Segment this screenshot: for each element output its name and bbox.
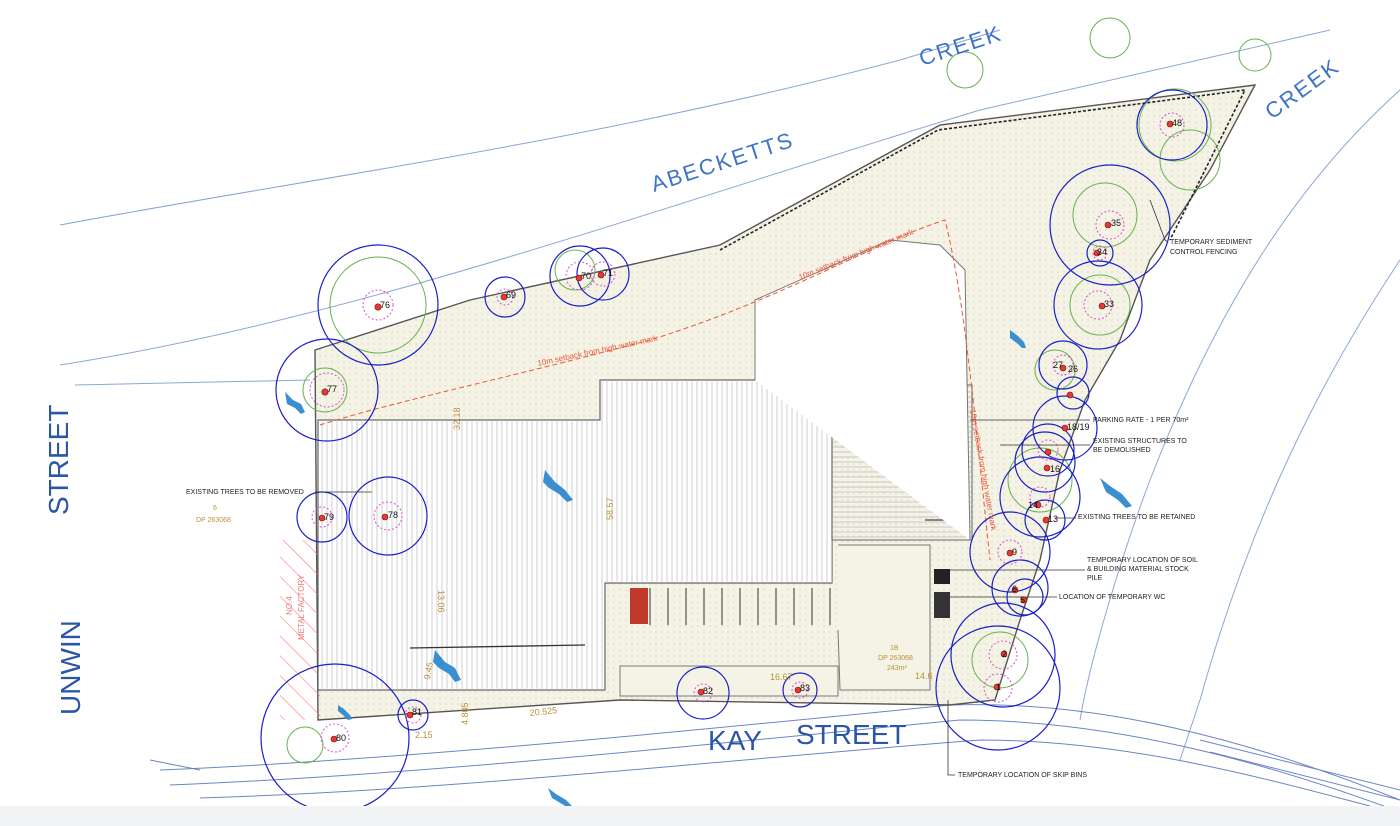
creek-label-creek-right: CREEK [1260,53,1344,124]
tree-canopies [286,17,1272,764]
creek-label-abecketts: ABECKETTS [648,127,797,197]
tree-label-81: 81 [412,707,422,717]
lot-6-number: 6 [213,505,217,512]
note-structures-line1: EXISTING STRUCTURES TO [1093,438,1187,445]
sediment-fence [719,89,1247,251]
tree-label-70: 70 [581,271,591,281]
tree-label-35: 35 [1111,218,1121,228]
tree-label-71: 71 [603,268,613,278]
tree-label-27: 27 [1053,360,1063,370]
tree-label-80: 80 [336,733,346,743]
tree-label-16: 16 [1050,464,1060,474]
note-soil-line1: TEMPORARY LOCATION OF SOIL [1087,557,1198,564]
note-sediment-line2: CONTROL FENCING [1170,249,1237,256]
tree-label-34: 34 [1097,247,1107,257]
tree-centres [318,120,1174,743]
tree-label-13: 13 [1048,514,1058,524]
tree-label-77: 77 [327,384,337,394]
stockpile-marker [934,569,950,584]
street-label-unwin-street: STREET [43,405,74,515]
flow-arrow-icons [285,330,1132,808]
tree-label-82: 82 [703,686,713,696]
tree-label-1: 1 [996,682,1001,692]
dimension-9-45: 9.45 [422,661,435,680]
note-parking-rate: PARKING RATE - 1 PER 70m² [1093,417,1189,424]
note-existing-trees-removed: EXISTING TREES TO BE REMOVED [186,489,304,496]
tree-label-83: 83 [800,683,810,693]
tree-label-6: 6 [1012,584,1017,594]
setback-lines [319,219,991,561]
dimension-13-06: 13.06 [436,590,446,613]
metal-factory-number: NO.4 [285,596,294,615]
tree-label-69: 69 [506,290,516,300]
carpark-outline [754,239,971,541]
lot-1b-dp: DP 263068 [878,655,913,662]
lot-1b-area: 243m² [887,665,908,672]
bottom-status-strip [0,806,1400,826]
note-temporary-wc: LOCATION OF TEMPORARY WC [1059,594,1165,601]
metal-factory-hatch [280,540,320,720]
internal-line [409,644,586,649]
metal-factory-label: METAL FACTORY [297,574,306,640]
unwin-street-line [149,759,201,771]
red-bay-marker [630,588,648,624]
dimension-16-67: 16.67 [770,672,793,682]
tree-protection-zones [260,89,1208,813]
dimension-4-805: 4.805 [460,702,470,725]
creek-bank-lines [59,29,1400,761]
creek-label-creek-top: CREEK [916,20,1005,70]
dimension-20-525: 20.525 [529,705,557,718]
note-soil-line3: PILE [1087,575,1103,582]
tree-label-9: 9 [1012,547,1017,557]
parking-bays-bottom [649,588,831,625]
tree-label-76: 76 [380,300,390,310]
tree-label-78: 78 [388,510,398,520]
lot-1b-number: 1B [890,645,899,652]
tree-driplines [309,112,1185,753]
tree-label-26: 26 [1068,364,1078,374]
tree-label-18-19: 18/19 [1067,422,1090,432]
tree-label-79: 79 [324,512,334,522]
note-sediment-line1: TEMPORARY SEDIMENT [1170,239,1253,246]
street-label-kay-street: STREET [796,719,906,750]
note-leader-lines [315,199,1169,776]
lot-6-dp: DP 263068 [196,517,231,524]
note-skip-bins: TEMPORARY LOCATION OF SKIP BINS [958,772,1087,779]
street-label-unwin: UNWIN [55,620,86,715]
kay-street-lines [159,704,1400,813]
tree-labels: 76 77 69 70 71 79 78 80 81 82 83 48 35 3… [324,118,1182,743]
main-building-hatch [318,380,832,690]
note-soil-line2: & BUILDING MATERIAL STOCK [1087,566,1189,573]
tree-label-48: 48 [1172,118,1182,128]
dimension-14-6: 14.6 [915,671,933,681]
dimension-2-15: 2.15 [415,730,433,740]
wc-marker [934,592,950,618]
lower-right-lot [837,544,931,691]
tree-label-5: 5 [1020,595,1025,605]
dimension-58-57: 58.57 [605,497,615,520]
note-structures-line2: BE DEMOLISHED [1093,447,1151,454]
tree-label-33: 33 [1104,299,1114,309]
tree-label-2: 2 [1002,649,1007,659]
tree-label-14: 14 [1028,500,1038,510]
note-trees-retained: EXISTING TREES TO BE RETAINED [1078,514,1195,521]
dimension-32-18: 32.18 [452,407,462,430]
street-label-kay: KAY [708,725,762,756]
